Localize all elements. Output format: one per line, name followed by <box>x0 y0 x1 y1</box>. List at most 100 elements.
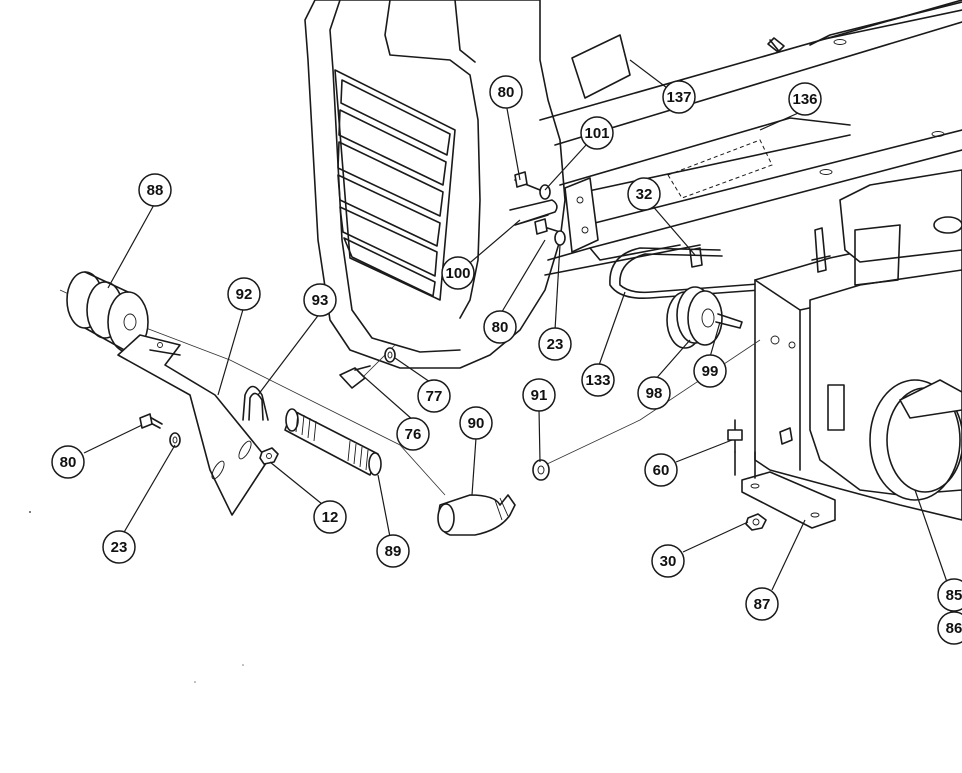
drive-belt <box>609 247 761 300</box>
callout-91: 91 <box>522 378 556 412</box>
callout-circle <box>138 173 172 207</box>
callout-12: 12 <box>313 500 347 534</box>
callout-circle <box>417 379 451 413</box>
callout-80: 80 <box>51 445 85 479</box>
callout-90: 90 <box>459 406 493 440</box>
callout-137: 137 <box>662 80 696 114</box>
callout-label: 12 <box>322 509 339 526</box>
callout-label: 32 <box>636 186 653 203</box>
callout-circle <box>102 530 136 564</box>
callout-label: 60 <box>653 462 670 479</box>
rubber-mount <box>66 271 149 353</box>
callout-circle <box>522 378 556 412</box>
mount-bracket <box>117 334 269 516</box>
callout-circle <box>644 453 678 487</box>
washer-23-left <box>169 432 181 448</box>
callout-label: 23 <box>111 539 128 556</box>
pulley <box>666 286 743 349</box>
grille <box>334 69 456 301</box>
callout-label: 136 <box>792 91 817 108</box>
callout-80: 80 <box>489 75 523 109</box>
callout-label: 85 <box>946 587 962 604</box>
engine-base <box>741 451 836 529</box>
callout-group: 80 137 136 101 32 88 100 92 93 80 23 133 99 98 77 91 76 9… <box>51 75 962 645</box>
plug-76 <box>339 365 371 389</box>
callout-circle <box>441 256 475 290</box>
callout-circle <box>937 578 962 612</box>
callout-85: 85 <box>937 578 962 612</box>
callout-86: 86 <box>937 611 962 645</box>
callout-23: 23 <box>538 327 572 361</box>
callout-label: 98 <box>646 385 663 402</box>
callout-circle <box>788 82 822 116</box>
leader-lines <box>83 59 949 591</box>
callout-circle <box>489 75 523 109</box>
callout-60: 60 <box>644 453 678 487</box>
callout-label: 92 <box>236 286 253 303</box>
callout-label: 86 <box>946 620 962 637</box>
callout-circle <box>51 445 85 479</box>
callout-circle <box>227 277 261 311</box>
callout-30: 30 <box>651 544 685 578</box>
callout-93: 93 <box>303 283 337 317</box>
callout-label: 93 <box>312 292 329 309</box>
nut-12 <box>259 447 279 465</box>
callout-circle <box>483 310 517 344</box>
callout-76: 76 <box>396 417 430 451</box>
callout-label: 87 <box>754 596 771 613</box>
callout-label: 137 <box>666 89 691 106</box>
callout-circle <box>581 363 615 397</box>
callout-label: 80 <box>498 84 515 101</box>
callout-label: 100 <box>445 265 470 282</box>
engine <box>754 169 962 521</box>
callout-label: 30 <box>660 553 677 570</box>
callout-circle <box>662 80 696 114</box>
callout-circle <box>303 283 337 317</box>
callout-label: 80 <box>60 454 77 471</box>
callout-circle <box>313 500 347 534</box>
exhaust-elbow <box>437 494 516 536</box>
callout-133: 133 <box>581 363 615 397</box>
callout-label: 133 <box>585 372 610 389</box>
callout-circle <box>538 327 572 361</box>
callout-circle <box>651 544 685 578</box>
callout-label: 88 <box>147 182 164 199</box>
callout-88: 88 <box>138 173 172 207</box>
callout-label: 80 <box>492 319 509 336</box>
callout-circle <box>580 116 614 150</box>
callout-circle <box>637 376 671 410</box>
callout-label: 89 <box>385 543 402 560</box>
callout-136: 136 <box>788 82 822 116</box>
callout-circle <box>376 534 410 568</box>
callout-label: 91 <box>531 387 548 404</box>
callout-101: 101 <box>580 116 614 150</box>
nut-30 <box>745 513 767 531</box>
frame-beams <box>539 0 962 276</box>
callout-label: 23 <box>547 336 564 353</box>
callout-77: 77 <box>417 379 451 413</box>
u-bolt <box>242 385 269 421</box>
callout-label: 99 <box>702 363 719 380</box>
callout-circle <box>627 177 661 211</box>
callout-circle <box>745 587 779 621</box>
callout-87: 87 <box>745 587 779 621</box>
lock-nut <box>532 459 550 481</box>
callout-label: 101 <box>584 125 609 142</box>
callout-89: 89 <box>376 534 410 568</box>
bolt-60 <box>727 419 743 476</box>
washer-77 <box>384 347 396 363</box>
screw-80-left <box>139 413 163 429</box>
callout-92: 92 <box>227 277 261 311</box>
callout-99: 99 <box>693 354 727 388</box>
callout-circle <box>937 611 962 645</box>
callout-label: 90 <box>468 415 485 432</box>
callout-98: 98 <box>637 376 671 410</box>
hood-hardware <box>509 171 703 268</box>
pipe-nipple <box>284 408 382 476</box>
callout-23: 23 <box>102 530 136 564</box>
callout-circle <box>396 417 430 451</box>
callout-80: 80 <box>483 310 517 344</box>
callout-circle <box>693 354 727 388</box>
callout-32: 32 <box>627 177 661 211</box>
